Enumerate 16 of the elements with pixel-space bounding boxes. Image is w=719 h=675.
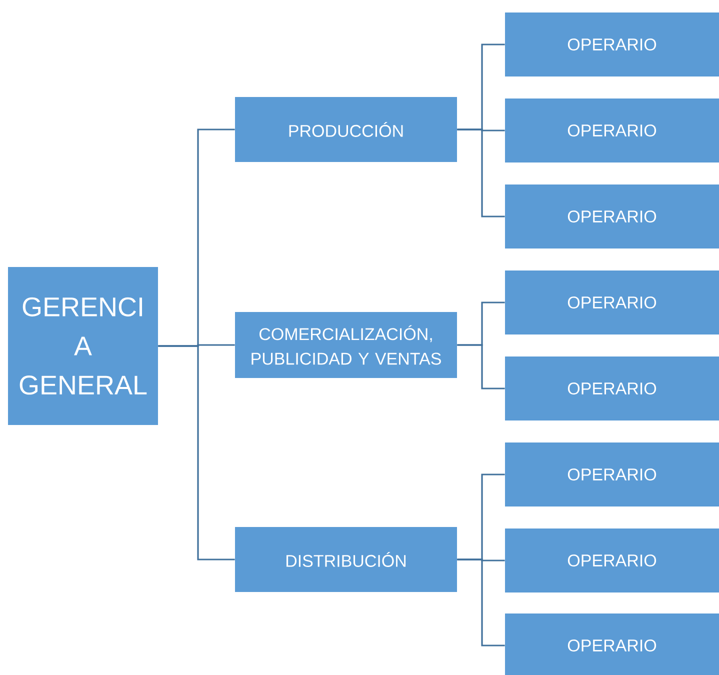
- connector-line: [158, 345, 235, 560]
- management-box: GERENCI A GENERAL: [8, 267, 158, 425]
- department-box: PRODUCCIÓN: [235, 97, 457, 162]
- connector-line: [457, 128, 505, 218]
- connector-line: [457, 558, 505, 646]
- department-box: DISTRIBUCIÓN: [235, 527, 457, 592]
- department-box: COMERCIALIZACIÓN, PUBLICIDAD Y VENTAS: [235, 312, 457, 378]
- position-box: OPERARIO: [505, 270, 719, 334]
- position-box: OPERARIO: [505, 12, 719, 76]
- position-box: OPERARIO: [505, 98, 719, 162]
- connector-line: [457, 344, 505, 390]
- position-box: OPERARIO: [505, 184, 719, 248]
- position-box: OPERARIO: [505, 614, 719, 675]
- position-box: OPERARIO: [505, 528, 719, 592]
- position-box: OPERARIO: [505, 442, 719, 506]
- position-box: OPERARIO: [505, 356, 719, 420]
